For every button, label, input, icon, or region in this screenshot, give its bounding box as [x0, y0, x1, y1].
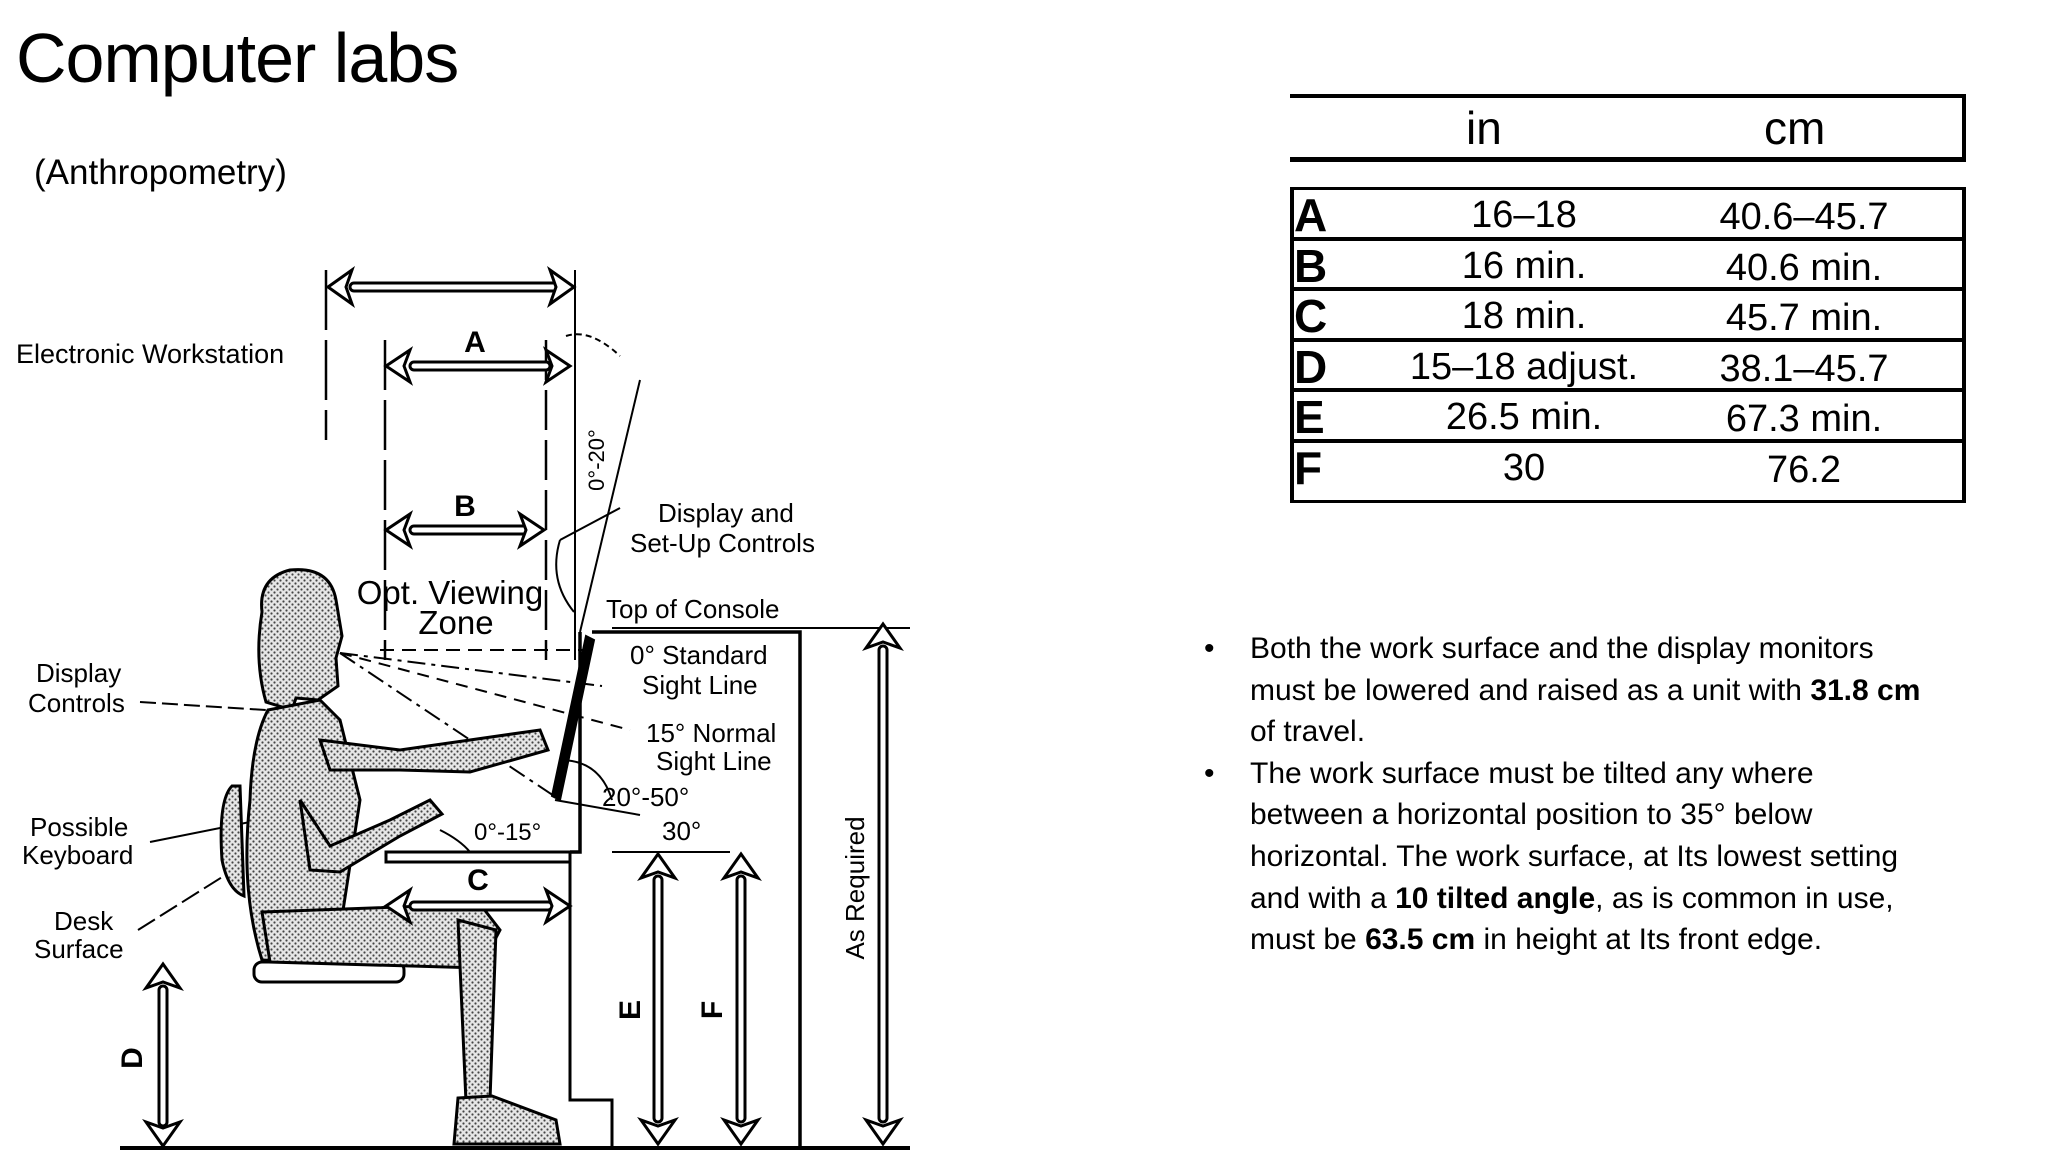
standard-sight-line [339, 652, 603, 687]
note-emphasis: 31.8 cm [1810, 673, 1921, 707]
display-controls-label: Display [36, 658, 121, 688]
measurement-table-header: in cm [1290, 94, 1966, 162]
note-text: of travel. [1250, 715, 1366, 749]
dimension-arrow-c [383, 886, 573, 926]
dimension-arrow-top [325, 266, 577, 308]
shin [456, 918, 498, 1104]
value-cm: 45.7 min. [1725, 297, 1883, 339]
notes-list: • Both the work surface and the display … [1204, 628, 1924, 961]
top-of-console-label: Top of Console [606, 594, 779, 624]
arm-lower [298, 798, 445, 874]
label-a: A [464, 326, 486, 359]
row-label: F [1294, 441, 1323, 494]
possible-keyboard-label-2: Keyboard [22, 840, 133, 870]
dimension-arrow-b [383, 510, 547, 550]
note-emphasis: 10 tilted angle [1395, 881, 1596, 915]
value-in: 30 [1502, 446, 1546, 489]
dimension-arrow-e [637, 851, 679, 1147]
value-in: 26.5 min. [1445, 396, 1603, 438]
value-in: 16–18 [1471, 194, 1577, 236]
row-label: B [1294, 239, 1328, 292]
note-text: in height at Its front edge. [1475, 923, 1823, 957]
label-f: F [696, 1001, 729, 1019]
tilt-angle-label: 0°-20° [584, 429, 609, 491]
dimension-arrow-as-required [862, 621, 904, 1147]
dimension-arrow-f [720, 851, 762, 1147]
value-cm: 40.6 min. [1725, 246, 1883, 289]
dimension-arrow-a [383, 346, 573, 386]
as-required-label: As Required [840, 816, 870, 959]
seated-figure [219, 568, 562, 1146]
value-in: 16 min. [1461, 244, 1587, 287]
normal-sight-label: 15° Normal [646, 718, 776, 748]
diagram-caption: Electronic Workstation [16, 339, 285, 369]
list-item: • The work surface must be tilted any wh… [1204, 753, 1924, 961]
value-cm: 38.1–45.7 [1719, 347, 1889, 390]
label-e: E [614, 1000, 647, 1020]
table-row: D 15–18 adjust. 38.1–45.7 [1294, 340, 1962, 393]
row-label: C [1294, 290, 1328, 342]
display-controls-label-2: Controls [28, 688, 125, 718]
row-label: A [1294, 189, 1328, 241]
workstation-diagram: A B C D E F Opt. Viewing Zone 0°-20° Dis… [22, 266, 910, 1150]
column-header-cm: cm [1764, 102, 1826, 154]
label-c: C [467, 864, 489, 897]
value-in: 15–18 adjust. [1409, 345, 1639, 388]
note-text: , as is common in use, must be [1250, 881, 1894, 957]
display-setup-label: Display and [658, 498, 794, 528]
possible-keyboard-label: Possible [30, 812, 128, 842]
angle-20-50-label: 20°-50° [602, 782, 689, 812]
display-screen [550, 634, 596, 802]
desk-support [568, 862, 614, 1148]
arm-upper [317, 728, 551, 774]
opt-viewing-label-2: Zone [418, 604, 493, 641]
table-row: E 26.5 min. 67.3 min. [1294, 392, 1962, 443]
slide-title: Computer labs [16, 19, 459, 97]
standard-sight-label-2: Sight Line [642, 670, 758, 700]
table-row: C 18 min. 45.7 min. [1294, 291, 1962, 342]
bullet: • [1204, 756, 1215, 790]
slide-subtitle: (Anthropometry) [34, 153, 287, 192]
table-row: F 30 76.2 [1294, 443, 1962, 494]
label-b: B [454, 490, 476, 523]
normal-sight-line [339, 652, 561, 801]
value-in: 18 min. [1461, 295, 1587, 337]
row-label: D [1294, 340, 1328, 393]
table-row: A 16–18 40.6–45.7 [1294, 190, 1962, 241]
value-cm: 67.3 min. [1725, 398, 1883, 440]
normal-sight-label-2: Sight Line [656, 746, 772, 776]
angle-30-label: 30° [662, 816, 701, 846]
table-row: B 16 min. 40.6 min. [1294, 239, 1962, 292]
row-label: E [1294, 391, 1325, 443]
value-cm: 40.6–45.7 [1719, 196, 1889, 238]
list-item: • Both the work surface and the display … [1204, 628, 1924, 753]
desk-surface [384, 850, 572, 864]
value-cm: 76.2 [1767, 448, 1841, 491]
measurement-table: A 16–18 40.6–45.7 B 16 min. 40.6 min. C … [1290, 187, 1966, 503]
opt-viewing-label: Opt. Viewing [357, 574, 544, 611]
standard-sight-label: 0° Standard [630, 640, 768, 670]
console-outline [592, 630, 802, 1148]
note-text: The work surface must be tilted any wher… [1250, 756, 1899, 915]
dimension-arrow-d [142, 961, 184, 1149]
note-emphasis: 63.5 cm [1365, 923, 1476, 957]
column-header-in: in [1466, 102, 1502, 154]
head [257, 568, 344, 712]
chair-back [219, 784, 246, 899]
label-d: D [116, 1047, 149, 1069]
display-setup-label-2: Set-Up Controls [630, 528, 815, 558]
angle-0-15-label: 0°-15° [474, 819, 541, 846]
bullet: • [1204, 632, 1215, 665]
desk-surface-label: Desk [54, 906, 114, 936]
note-text: Both the work surface and the display mo… [1250, 632, 1874, 707]
foot [452, 1094, 562, 1146]
desk-surface-label-2: Surface [34, 934, 124, 964]
